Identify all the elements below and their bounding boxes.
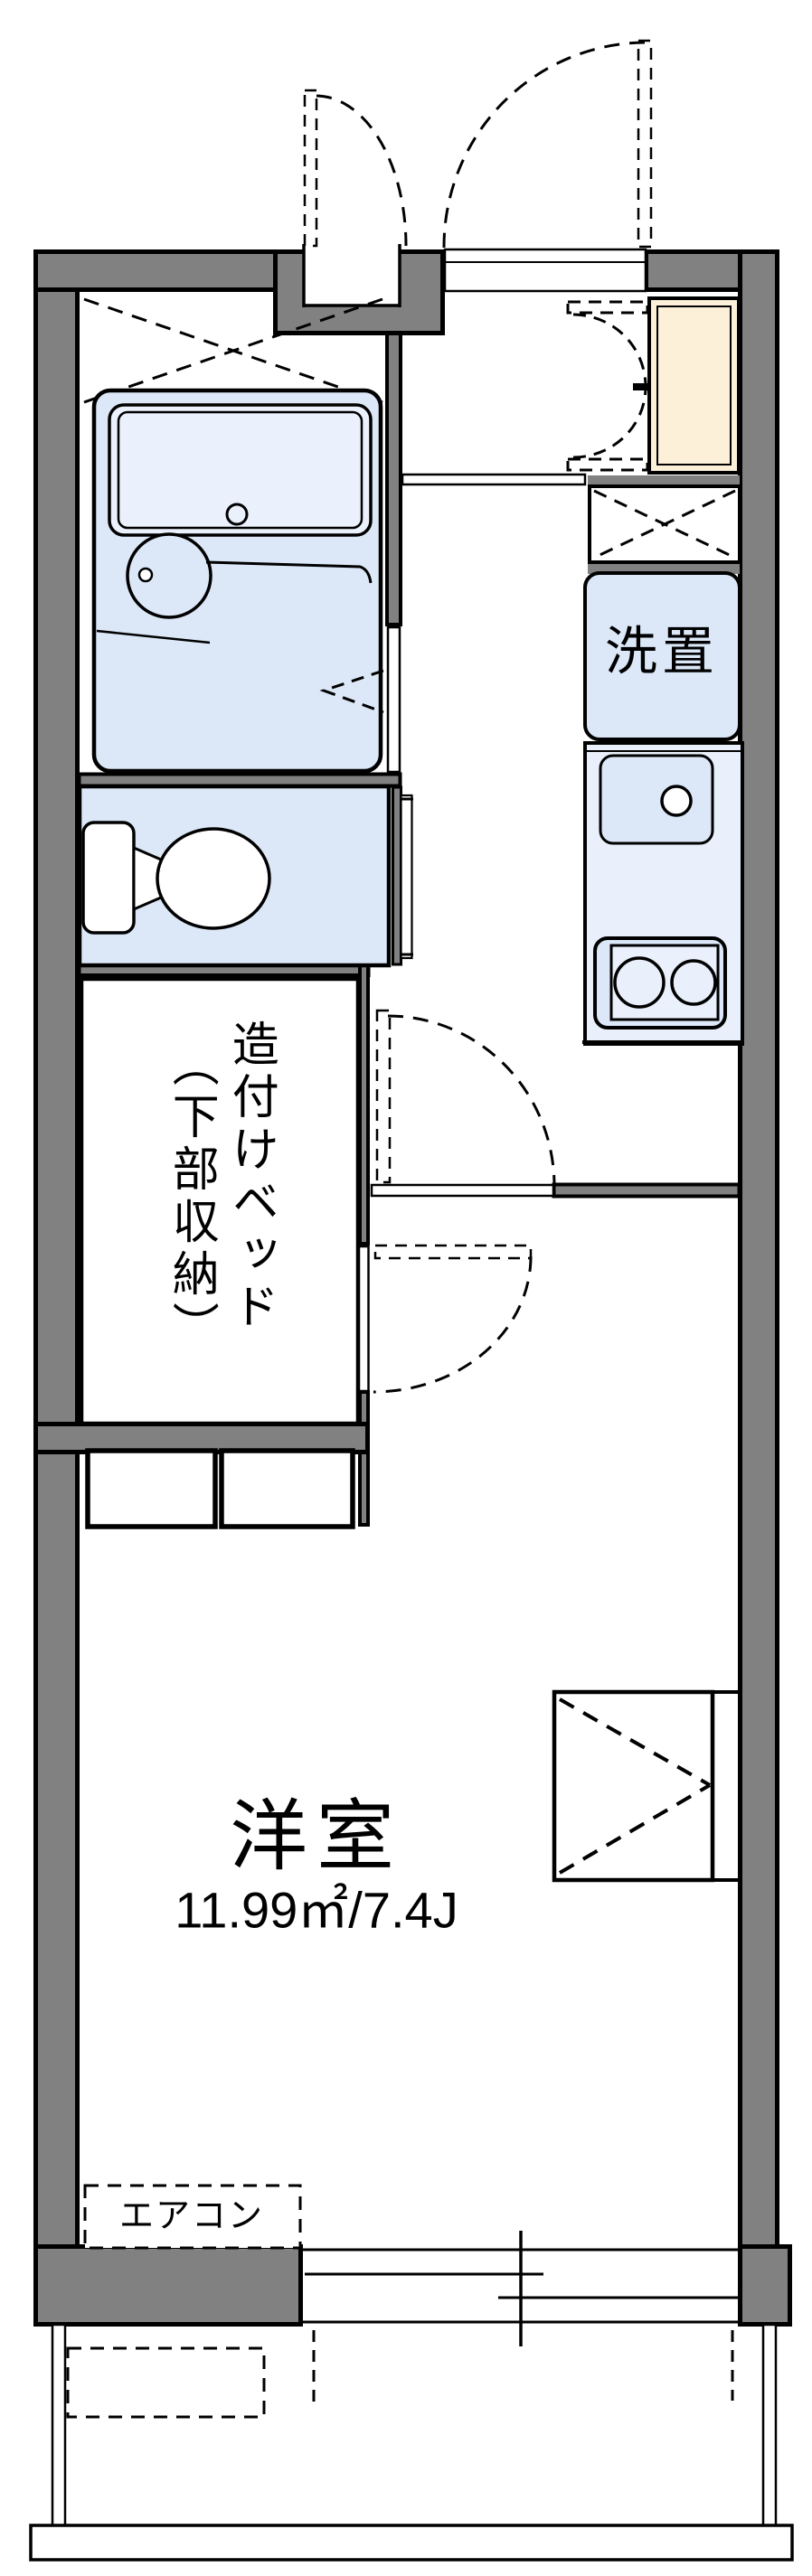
built-in-bed bbox=[79, 976, 361, 1529]
toilet-tank bbox=[81, 821, 136, 935]
room-closet bbox=[552, 1689, 740, 1883]
entry-door-arc bbox=[442, 41, 646, 249]
wall-bed-bottom bbox=[33, 1422, 370, 1454]
washroom-doorway bbox=[370, 1183, 555, 1198]
wall-room-bottom-right bbox=[738, 2244, 792, 2327]
doorways bbox=[356, 473, 587, 1393]
basin-faucet-icon bbox=[137, 567, 154, 583]
aircon-label: エアコン bbox=[118, 2197, 265, 2236]
overhead-storage-box bbox=[588, 475, 741, 574]
bath-storage-x-icon bbox=[83, 297, 383, 404]
wall-right bbox=[738, 249, 779, 2249]
stove-burner-right-icon bbox=[670, 959, 717, 1006]
bathroom bbox=[83, 297, 384, 774]
balcony bbox=[29, 2323, 794, 2562]
bed-label-sub: （下部収納） bbox=[165, 1039, 218, 1354]
bath-folding-door-icon bbox=[319, 669, 384, 714]
balcony-rail-right bbox=[761, 2323, 778, 2527]
room-door-arc bbox=[373, 1255, 533, 1394]
sink-faucet-icon bbox=[660, 785, 693, 817]
sliding-window bbox=[302, 2231, 738, 2346]
meter-box-door-leaf bbox=[303, 89, 318, 248]
washer-space bbox=[583, 571, 741, 741]
entry-sill bbox=[443, 248, 647, 293]
entry-step-line bbox=[401, 473, 587, 486]
washroom-door-leaf bbox=[375, 1009, 392, 1184]
wall-corridor-bottom bbox=[552, 1182, 741, 1199]
room-name-label: 洋室 bbox=[230, 1792, 403, 1880]
wash-basin bbox=[126, 532, 212, 619]
wall-left bbox=[33, 249, 80, 2327]
room-door-leaf bbox=[373, 1244, 533, 1260]
wall-bath-partition bbox=[385, 332, 402, 626]
shoe-cabinet-door-bottom bbox=[566, 457, 649, 472]
bathtub bbox=[108, 403, 373, 537]
ac-outdoor-unit bbox=[66, 2346, 266, 2419]
entry-door-leaf bbox=[637, 39, 653, 249]
balcony-rail-left bbox=[51, 2323, 67, 2527]
storage-x-icon bbox=[593, 489, 736, 559]
bed-label-main: 造付けベッド bbox=[224, 1020, 278, 1334]
closet-folding-door-icon bbox=[558, 1697, 712, 1875]
bath-floor-line bbox=[96, 629, 211, 644]
meter-box-door-arc bbox=[316, 94, 408, 247]
tub-drain-icon bbox=[225, 503, 249, 526]
kitchen-counter bbox=[582, 741, 744, 1046]
meter-box-niche bbox=[302, 239, 401, 307]
wall-toilet-right-stub bbox=[392, 785, 402, 966]
wall-bath-toilet bbox=[77, 772, 402, 788]
wall-top-left bbox=[33, 249, 278, 292]
kitchen-sink bbox=[599, 754, 714, 845]
toilet-room bbox=[77, 784, 392, 968]
toilet-door-ticks bbox=[401, 797, 413, 956]
bed-storage-box-right bbox=[219, 1448, 355, 1529]
aircon-box bbox=[83, 2184, 302, 2250]
entry-door bbox=[303, 39, 653, 249]
bed-storage-box-left bbox=[85, 1448, 218, 1529]
wall-bed-right-lower bbox=[358, 1390, 370, 1527]
interior-doors bbox=[373, 1009, 556, 1394]
room-area-label: 11.99㎡/7.4J bbox=[175, 1881, 458, 1939]
bath-counter-edge bbox=[205, 560, 373, 584]
shoe-cabinet bbox=[566, 296, 741, 475]
toilet-doorway bbox=[400, 794, 413, 960]
balcony-front-edge bbox=[29, 2524, 794, 2562]
shoe-cabinet-arc-bottom bbox=[572, 386, 647, 459]
stove-burner-left-icon bbox=[613, 956, 666, 1009]
wall-room-bottom-left bbox=[33, 2244, 303, 2327]
shoe-cabinet-door-top bbox=[566, 300, 649, 315]
bath-doorway bbox=[386, 625, 401, 774]
shoe-cabinet-arc-top bbox=[572, 313, 647, 388]
laundry-space-label: 洗置 bbox=[604, 622, 720, 682]
washroom-door-arc bbox=[387, 1014, 556, 1187]
toilet-bowl bbox=[156, 827, 271, 930]
wall-bed-right bbox=[358, 964, 370, 1246]
